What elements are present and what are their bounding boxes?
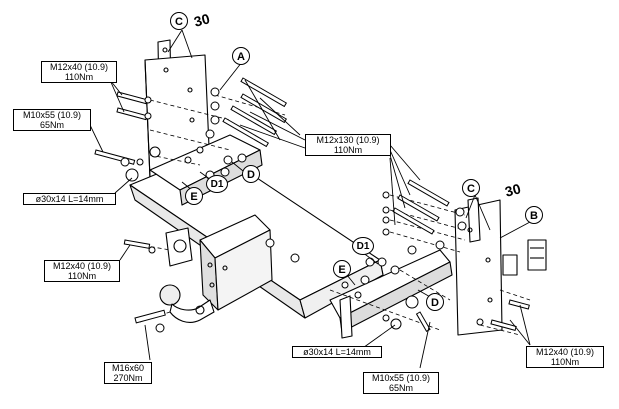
label-m12x40-right: M12x40 (10.9) 110Nm bbox=[526, 346, 604, 368]
label-m10x55-bottom-torque: 65Nm bbox=[388, 383, 413, 393]
label-m10x55-top: M10x55 (10.9) 65Nm bbox=[13, 109, 91, 131]
bolts-m12x40-right bbox=[476, 299, 530, 331]
bolt-m10x55-bottom bbox=[415, 311, 431, 333]
label-spacer-left: ø30x14 L=14mm bbox=[23, 193, 116, 205]
bolt-m12x40-top-2 bbox=[116, 107, 152, 121]
label-m10x55-top-torque: 65Nm bbox=[39, 120, 64, 130]
label-m12x40-mid-torque: 110Nm bbox=[67, 271, 97, 281]
callout-b: B bbox=[525, 206, 543, 224]
label-m16x60-spec: M16x60 bbox=[111, 363, 145, 373]
callout-e-left: E bbox=[185, 187, 203, 205]
washer-left bbox=[120, 146, 161, 182]
callout-d-right: D bbox=[426, 293, 444, 311]
label-m12x40-top: M12x40 (10.9) 110Nm bbox=[41, 61, 117, 83]
callout-d1-right: D1 bbox=[352, 237, 374, 255]
label-spacer-left-spec: ø30x14 L=14mm bbox=[35, 194, 104, 204]
label-m12x40-top-torque: 110Nm bbox=[64, 72, 94, 82]
receiver-block bbox=[199, 214, 273, 311]
bolt-m10x55-top bbox=[94, 149, 144, 166]
label-m10x55-top-spec: M10x55 (10.9) bbox=[22, 110, 82, 120]
callout-d1-left: D1 bbox=[206, 175, 228, 193]
tow-ball bbox=[159, 284, 215, 323]
label-m12x40-mid-spec: M12x40 (10.9) bbox=[52, 261, 112, 271]
label-m12x40-top-spec: M12x40 (10.9) bbox=[49, 62, 109, 72]
bolt-m12x40-mid bbox=[123, 239, 156, 254]
label-m12x40-mid: M12x40 (10.9) 110Nm bbox=[44, 260, 120, 282]
label-m10x55-bottom: M10x55 (10.9) 65Nm bbox=[363, 372, 439, 394]
callout-e-right: E bbox=[333, 260, 351, 278]
bolts-m12x130-left bbox=[205, 77, 287, 148]
bolts-m12x130-right bbox=[382, 179, 467, 255]
callout-a: A bbox=[232, 47, 250, 65]
socket-plate bbox=[165, 227, 193, 267]
callout-c-top: C bbox=[170, 12, 188, 30]
bolt-m16x60 bbox=[134, 309, 166, 333]
nuts-right bbox=[265, 238, 400, 299]
left-side-bracket bbox=[144, 39, 211, 179]
label-spacer-bottom-spec: ø30x14 L=14mm bbox=[303, 347, 371, 357]
callout-c-right: C bbox=[462, 179, 480, 197]
label-m10x55-bottom-spec: M10x55 (10.9) bbox=[371, 373, 431, 383]
right-side-bracket bbox=[454, 197, 503, 336]
label-m16x60-torque: 270Nm bbox=[113, 373, 143, 383]
label-m12x130-torque: 110Nm bbox=[333, 145, 363, 155]
label-m16x60: M16x60 270Nm bbox=[104, 362, 152, 384]
label-m12x40-right-torque: 110Nm bbox=[550, 357, 580, 367]
callout-d-left: D bbox=[242, 165, 260, 183]
label-m12x40-right-spec: M12x40 (10.9) bbox=[535, 347, 595, 357]
bolt-m12x40-top-1 bbox=[116, 91, 152, 105]
label-spacer-bottom: ø30x14 L=14mm bbox=[292, 346, 382, 358]
label-m12x130: M12x130 (10.9) 110Nm bbox=[305, 134, 391, 156]
connector-blocks bbox=[502, 239, 547, 276]
label-m12x130-spec: M12x130 (10.9) bbox=[316, 135, 380, 145]
